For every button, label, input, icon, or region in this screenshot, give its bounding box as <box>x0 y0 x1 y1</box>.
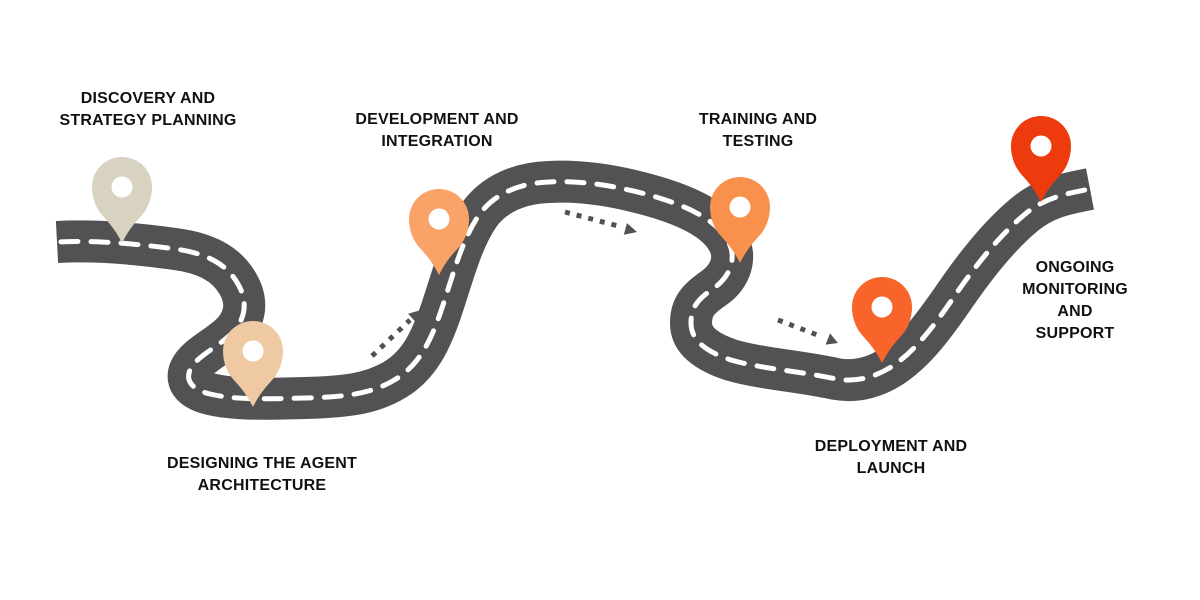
stage-label-training: TRAINING AND TESTING <box>698 111 818 150</box>
arrow-up-right-icon <box>370 310 421 358</box>
stage-label-discovery: DISCOVERY AND STRATEGY PLANNING <box>59 90 237 129</box>
stage-label-architecture: DESIGNING THE AGENT ARCHITECTURE <box>167 455 357 494</box>
stage-label-deployment: DEPLOYMENT AND LAUNCH <box>814 438 968 477</box>
stage-label-development: DEVELOPMENT AND INTEGRATION <box>355 111 519 150</box>
pin-development-icon <box>409 189 469 275</box>
stage-pins <box>92 116 1071 407</box>
pin-architecture-icon <box>223 321 283 407</box>
pin-training-icon <box>710 177 770 263</box>
road-center-dashes <box>54 179 1093 402</box>
dotted-arrows <box>370 209 838 358</box>
road-asphalt <box>55 160 1094 420</box>
arrow-right-icon <box>564 209 637 235</box>
pin-discovery-icon <box>92 157 152 243</box>
arrow-down-right-icon <box>777 317 838 345</box>
road <box>54 160 1094 420</box>
stage-label-monitoring: ONGOING MONITORING AND SUPPORT <box>1022 259 1128 342</box>
pin-monitoring-icon <box>1011 116 1071 202</box>
pin-deployment-icon <box>852 277 912 363</box>
